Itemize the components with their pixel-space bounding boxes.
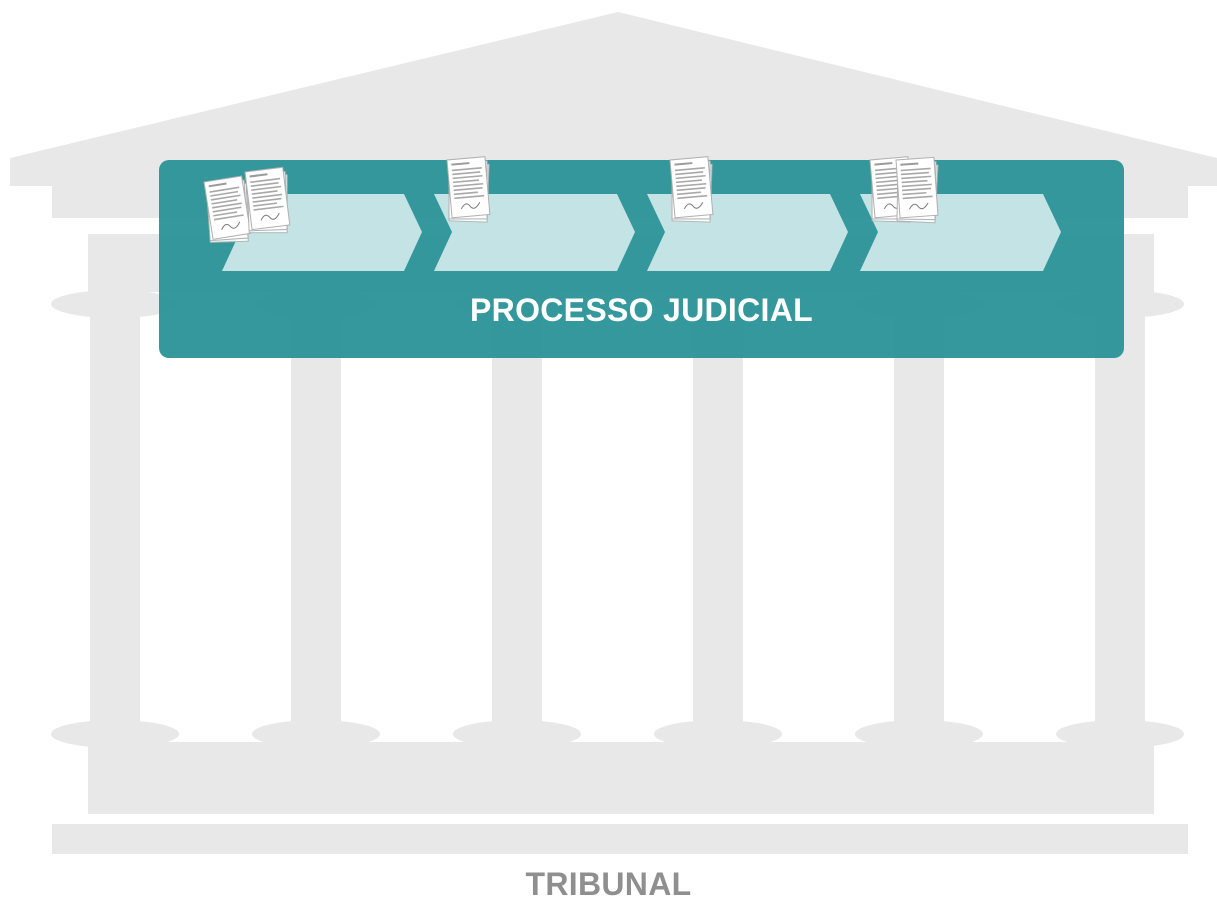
building-step — [52, 824, 1188, 854]
building-label: TRIBUNAL — [525, 866, 692, 902]
building-columns — [51, 290, 1184, 748]
document-stack-icon — [204, 176, 253, 246]
building-base — [88, 742, 1154, 814]
document-stack-icon — [447, 157, 491, 224]
document-stack-icon — [670, 157, 714, 224]
building-pediment — [10, 12, 1217, 186]
courthouse-building — [10, 12, 1217, 854]
column — [1056, 290, 1184, 748]
column — [453, 290, 581, 748]
process-title: PROCESSO JUDICIAL — [470, 292, 813, 328]
document-stack-icon — [245, 167, 291, 235]
column — [252, 290, 380, 748]
column — [654, 290, 782, 748]
column — [51, 290, 179, 748]
document-stack-icon — [896, 157, 939, 223]
column — [855, 290, 983, 748]
